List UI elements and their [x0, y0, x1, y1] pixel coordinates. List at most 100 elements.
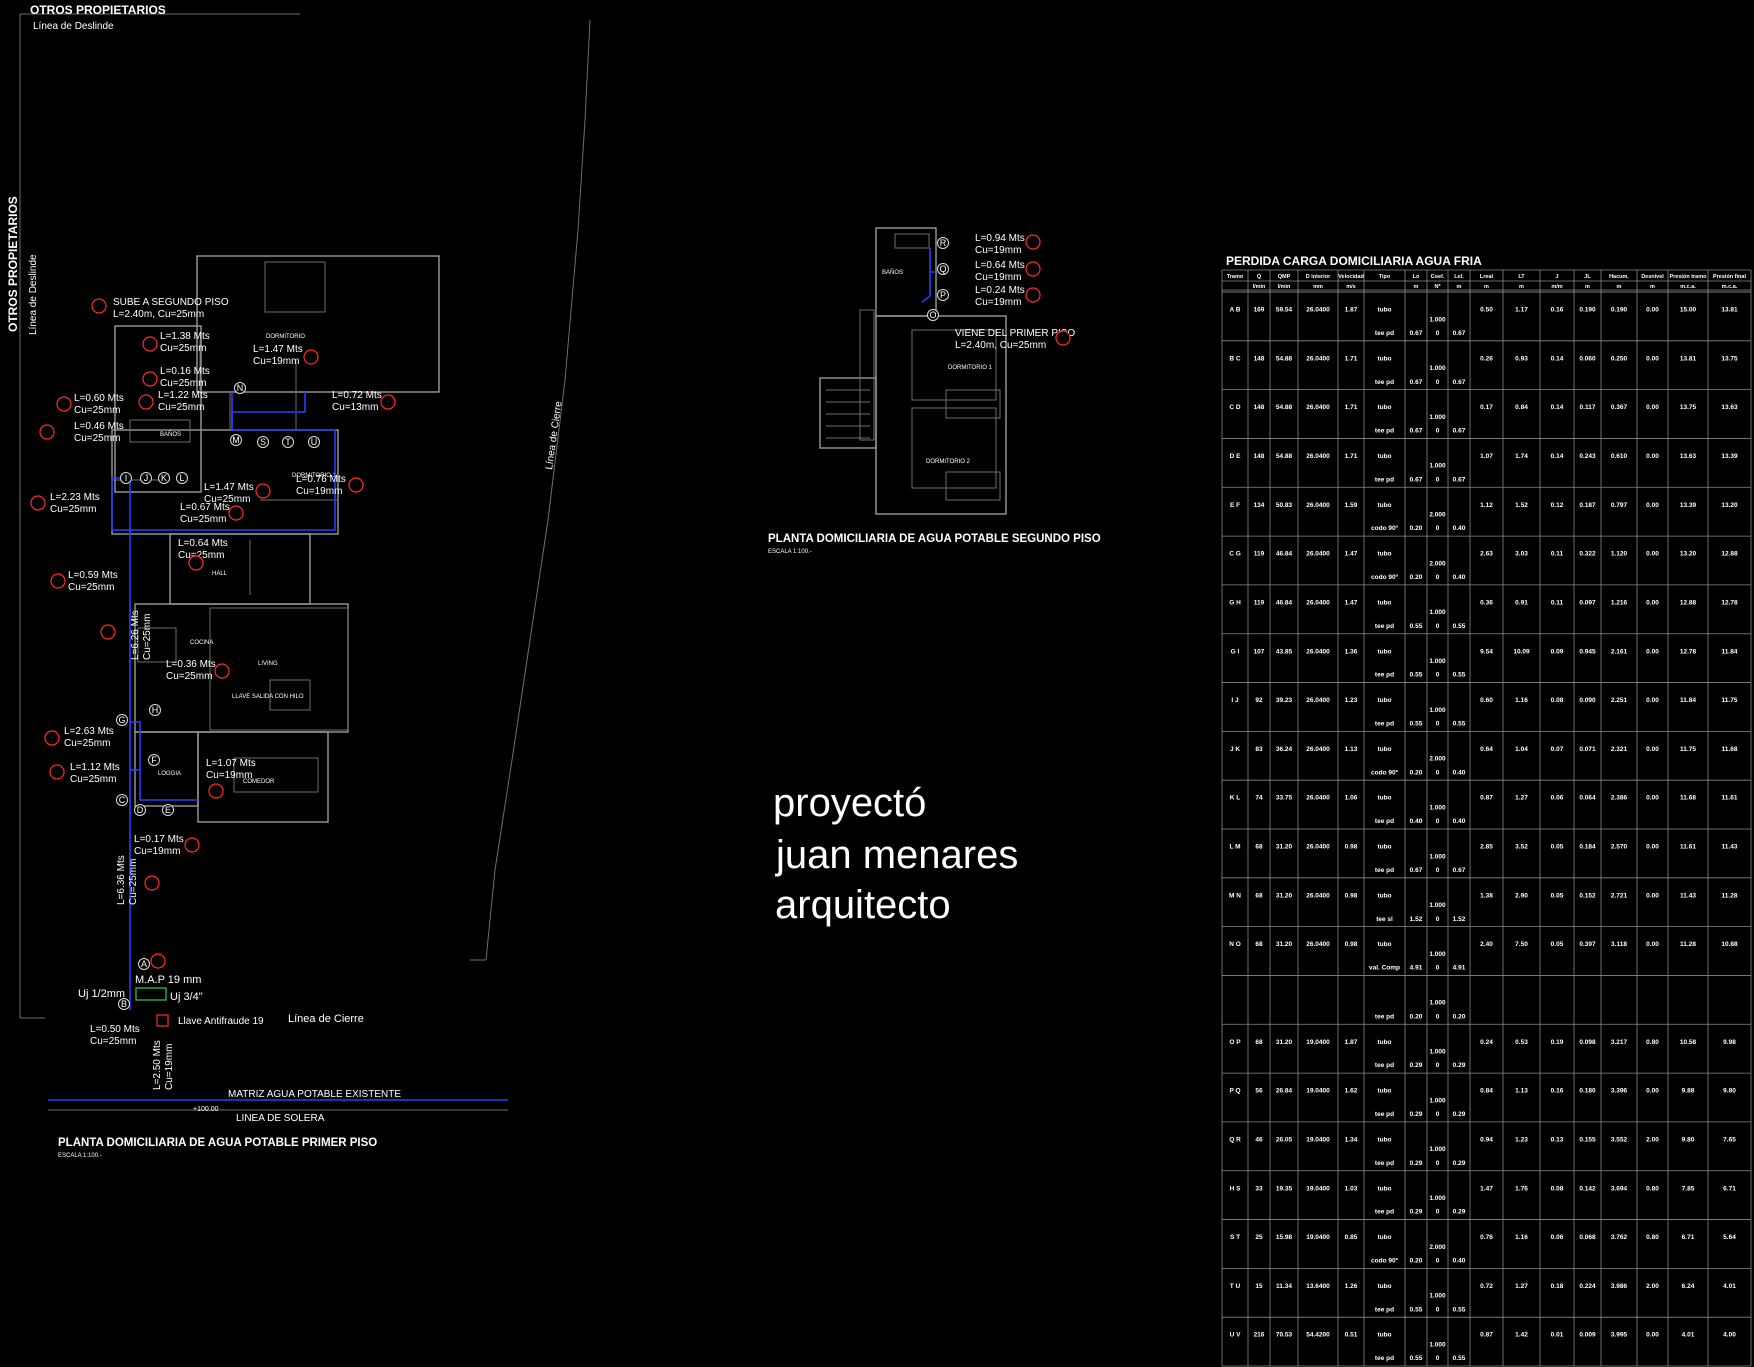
room-cocina: COCINA: [190, 640, 213, 646]
table-cell: 0.117: [1580, 404, 1596, 411]
table-cell: H S: [1230, 1185, 1242, 1192]
table-cell: 6.71: [1682, 1234, 1695, 1241]
table-cell: 0.071: [1579, 746, 1596, 753]
table-cell: 0.13: [1551, 1136, 1564, 1143]
table-cell: tubo: [1377, 453, 1391, 460]
table-cell: 3.03: [1515, 551, 1528, 558]
table-cell: 0.00: [1646, 648, 1659, 655]
table-cell: 2.721: [1611, 892, 1628, 899]
table-cell: 119: [1254, 551, 1265, 558]
table-cell: tee pd: [1375, 1160, 1394, 1167]
table-cell: 0.67: [1410, 476, 1423, 483]
table-cell: 1.06: [1345, 795, 1358, 802]
table-cell: 0.190: [1579, 307, 1596, 314]
table-cell: 4.00: [1723, 1332, 1736, 1339]
table-unit-cell: m.c.a.: [1722, 284, 1738, 290]
table-cell: 9.88: [1682, 1088, 1695, 1095]
table-cell: 0.367: [1611, 404, 1628, 411]
table-cell: 68: [1255, 844, 1263, 851]
table-cell: 0.29: [1453, 1062, 1466, 1069]
table-cell: 68: [1255, 892, 1263, 899]
table-cell: 26.0400: [1306, 551, 1330, 558]
table-header-cell: Presión tramo: [1670, 274, 1708, 280]
table-cell: 4.91: [1453, 965, 1466, 972]
table-cell: 0.180: [1579, 1088, 1596, 1095]
pipe-label: L=0.72 Mts: [332, 390, 382, 401]
table-cell: 11.84: [1722, 648, 1738, 655]
table-cell: 0.152: [1579, 892, 1596, 899]
table-cell: 1.47: [1345, 551, 1358, 558]
table-cell: tee pd: [1375, 1013, 1394, 1020]
pipe-label: Cu=25mm: [50, 504, 96, 515]
label-uj-left: Uj 1/2mm: [78, 988, 125, 1000]
table-header-cell: JL: [1584, 274, 1591, 280]
table-cell: 0.060: [1579, 355, 1596, 362]
table-header-cell: Tipo: [1379, 274, 1391, 280]
table-cell: 0: [1436, 1258, 1440, 1265]
table-cell: tubo: [1377, 844, 1391, 851]
table-cell: 15.98: [1276, 1234, 1293, 1241]
table-cell: 46.84: [1276, 551, 1293, 558]
table-cell: 15.00: [1680, 307, 1697, 314]
node-label: Q: [939, 264, 946, 274]
table-cell: 0.67: [1410, 330, 1423, 337]
table-cell: 0.93: [1515, 355, 1528, 362]
pipe-label: L=1.22 Mts: [158, 390, 208, 401]
table-cell: tee pd: [1375, 867, 1394, 874]
table-cell: 33: [1255, 1185, 1263, 1192]
table-cell: 0.142: [1579, 1185, 1596, 1192]
room-dormitorio-2-2p: DORMITORIO 2: [926, 459, 971, 465]
side-header-otros-propietarios: OTROS PROPIETARIOS: [6, 196, 20, 332]
table-cell: tee pd: [1375, 476, 1394, 483]
table-cell: 9.80: [1682, 1136, 1695, 1143]
table-cell: 0.80: [1646, 1234, 1659, 1241]
table-cell: 13.20: [1721, 502, 1738, 509]
table-cell: 13.39: [1721, 453, 1738, 460]
table-cell: C D: [1229, 404, 1241, 411]
table-cell: 36.24: [1276, 746, 1293, 753]
table-cell: 0.610: [1611, 453, 1628, 460]
table-cell: 1.62: [1345, 1088, 1358, 1095]
title-segundo-piso: PLANTA DOMICILIARIA DE AGUA POTABLE SEGU…: [768, 533, 1101, 545]
table-cell: 0.17: [1480, 404, 1493, 411]
table-unit-cell: m: [1585, 284, 1590, 290]
table-cell: 1.000: [1429, 853, 1446, 860]
table-cell: 13.20: [1680, 551, 1697, 558]
table-cell: 2.000: [1429, 756, 1446, 763]
node-label: G: [118, 715, 125, 725]
pipe-label: Cu=25mm: [158, 402, 204, 413]
table-cell: N O: [1229, 941, 1241, 948]
table-cell: 1.16: [1515, 1234, 1528, 1241]
table-cell: 0: [1436, 721, 1440, 728]
table-cell: 1.000: [1429, 414, 1446, 421]
table-unit-cell: mm: [1313, 284, 1323, 290]
table-cell: 11.61: [1722, 795, 1738, 802]
table-cell: tee pd: [1375, 330, 1394, 337]
table-cell: 0: [1436, 476, 1440, 483]
table-cell: 19.0400: [1306, 1185, 1330, 1192]
table-cell: 0.00: [1646, 453, 1659, 460]
table-cell: 2.161: [1611, 648, 1628, 655]
table-unit-cell: m: [1484, 284, 1489, 290]
pipe-label: VIENE DEL PRIMER PISO: [955, 328, 1075, 339]
pipe-label: L=0.60 Mts: [74, 393, 124, 404]
table-cell: 0.322: [1579, 551, 1596, 558]
table-cell: 26.0400: [1306, 307, 1330, 314]
table-cell: 0: [1436, 818, 1440, 825]
table-cell: 3.217: [1611, 1039, 1628, 1046]
pipe-label: Cu=25mm: [166, 671, 212, 682]
table-cell: 0.80: [1646, 1039, 1659, 1046]
table-cell: 0.55: [1410, 623, 1423, 630]
table-header-cell: Desnivel: [1641, 274, 1664, 280]
table-cell: 19.0400: [1306, 1039, 1330, 1046]
table-cell: 1.17: [1515, 307, 1528, 314]
pipe-label: Cu=25mm: [74, 433, 120, 444]
table-title: PERDIDA CARGA DOMICILIARIA AGUA FRIA: [1226, 254, 1482, 268]
node-label: M: [232, 435, 240, 445]
table-cell: 0.40: [1410, 818, 1423, 825]
label-matriz: MATRIZ AGUA POTABLE EXISTENTE: [228, 1089, 401, 1100]
table-cell: 2.000: [1429, 560, 1446, 567]
table-cell: 11.68: [1722, 746, 1738, 753]
table-cell: tee pd: [1375, 428, 1394, 435]
table-cell: tubo: [1377, 599, 1391, 606]
